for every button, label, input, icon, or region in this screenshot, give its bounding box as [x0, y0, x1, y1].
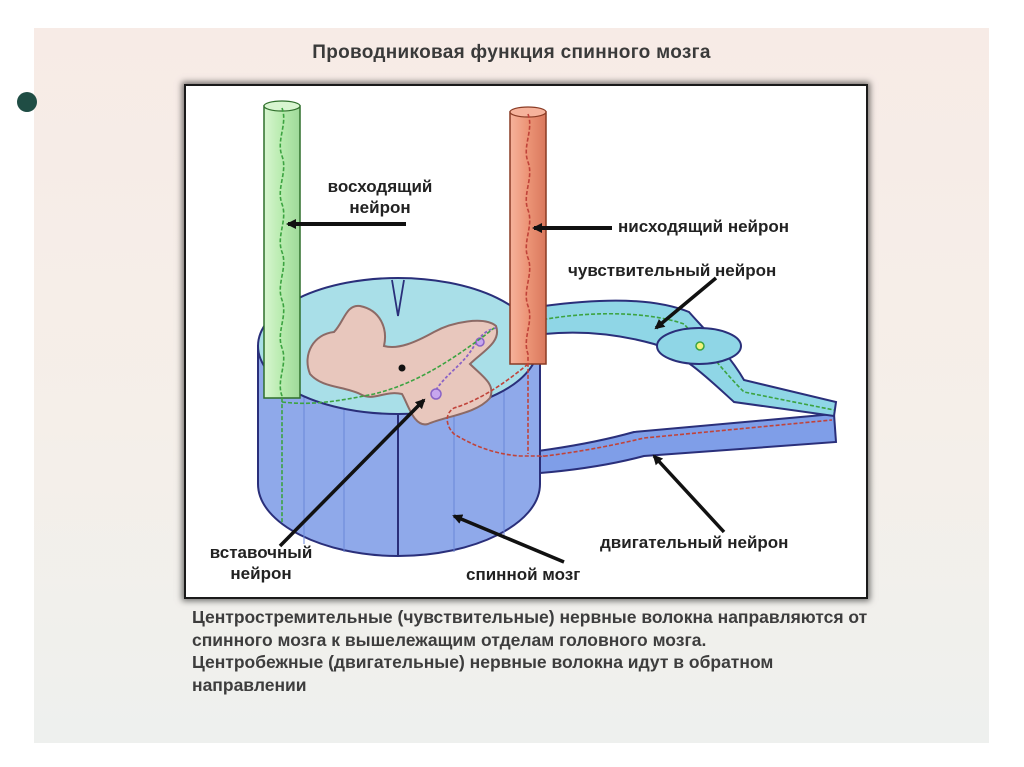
caption-paragraph-1: Центростремительные (чувствительные) нер…: [192, 607, 868, 650]
arrow-sensory: [654, 276, 718, 330]
bullet-dot: [17, 92, 37, 112]
central-canal: [398, 364, 406, 372]
label-interneuron-line1: вставочный: [209, 543, 313, 562]
label-interneuron-line2: нейрон: [230, 564, 292, 583]
label-motor: двигательный нейрон: [600, 533, 789, 552]
ganglion-cell: [695, 341, 705, 351]
caption: Центростремительные (чувствительные) нер…: [192, 606, 892, 696]
label-arrows: [278, 219, 726, 564]
label-ascending-line2: нейрон: [349, 198, 411, 217]
ascending-tract: [263, 100, 495, 524]
label-spinal-cord: спинной мозг: [466, 565, 581, 584]
label-sensory: чувствительный нейрон: [568, 261, 777, 280]
diagram-frame: восходящий нейрон нисходящий нейрон чувс…: [184, 84, 868, 599]
descending-tract: [446, 106, 547, 457]
label-ascending: восходящий нейрон: [306, 176, 454, 218]
arrow-interneuron: [278, 398, 426, 548]
spinal-cord-diagram: [257, 100, 838, 564]
caption-paragraph-2: Центробежные (двигательные) нервные воло…: [192, 652, 774, 695]
label-interneuron: вставочный нейрон: [186, 542, 336, 584]
arrow-motor: [652, 454, 726, 534]
slide-title: Проводниковая функция спинного мозга: [312, 42, 711, 63]
label-descending: нисходящий нейрон: [618, 217, 790, 236]
label-ascending-line1: восходящий: [327, 177, 433, 196]
arrow-spinal-cord: [452, 514, 565, 564]
